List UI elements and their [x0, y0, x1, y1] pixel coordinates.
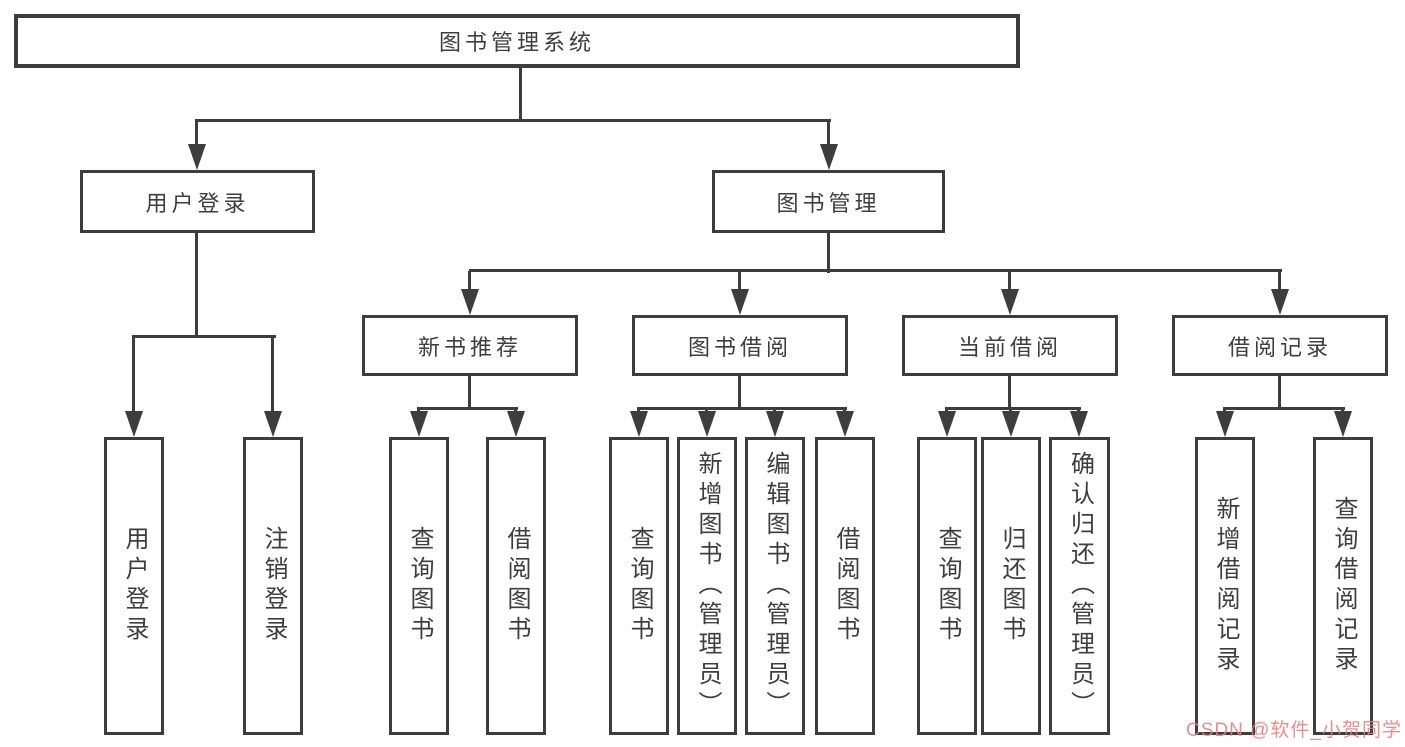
arrowhead-query-borrow-record — [1334, 411, 1352, 437]
leaf-confirm-return-admin-label: 确认归还（管理员） — [1066, 451, 1094, 721]
leaf-query-book-2-label: 查询图书 — [626, 526, 653, 646]
leaf-logout: 注销登录 — [243, 437, 303, 735]
connector-borrow-record-stem — [1278, 376, 1281, 409]
leaf-add-book-admin: 新增图书（管理员） — [677, 437, 737, 735]
leaf-query-borrow-record: 查询借阅记录 — [1313, 437, 1373, 735]
arrowhead-confirm-return — [1070, 411, 1088, 437]
connector-drop-current-borrow — [1008, 271, 1011, 293]
leaf-add-borrow-record-label: 新增借阅记录 — [1212, 496, 1239, 676]
leaf-borrow-book-2: 借阅图书 — [815, 437, 875, 735]
node-root-label: 图书管理系统 — [438, 30, 595, 55]
node-borrow-record: 借阅记录 — [1172, 315, 1388, 376]
arrowhead-query-book-1 — [410, 411, 428, 437]
leaf-query-book-3: 查询图书 — [917, 437, 977, 735]
connector-borrow-record-bus — [1224, 407, 1345, 410]
arrowhead-user-login — [188, 144, 206, 170]
node-user-login-label: 用户登录 — [145, 190, 250, 216]
connector-drop-book-management — [827, 119, 830, 148]
arrowhead-leaf-logout — [264, 411, 282, 437]
leaf-query-borrow-record-label: 查询借阅记录 — [1330, 496, 1357, 676]
node-book-borrow: 图书借阅 — [632, 315, 848, 376]
leaf-edit-book-admin: 编辑图书（管理员） — [745, 437, 805, 735]
connector-root-stem — [519, 68, 522, 122]
connector-new-book-stem — [468, 376, 471, 409]
connector-drop-leaf-logout — [271, 337, 274, 415]
connector-drop-borrow-record — [1278, 271, 1281, 293]
leaf-query-book-1-label: 查询图书 — [406, 526, 433, 646]
arrowhead-leaf-user-login — [125, 411, 143, 437]
node-current-borrow-label: 当前借阅 — [957, 334, 1062, 360]
leaf-confirm-return-admin: 确认归还（管理员） — [1049, 437, 1110, 735]
node-book-management: 图书管理 — [712, 170, 945, 233]
arrowhead-current-borrow — [1001, 289, 1019, 315]
connector-level2-bus — [196, 119, 831, 122]
connector-current-borrow-stem — [1008, 376, 1011, 409]
arrowhead-return-book — [1002, 411, 1020, 437]
node-book-management-label: 图书管理 — [776, 190, 881, 216]
leaf-query-book-3-label: 查询图书 — [934, 526, 961, 646]
connector-drop-new-book-recommend — [468, 271, 471, 293]
arrowhead-book-management — [820, 144, 838, 170]
leaf-return-book: 归还图书 — [981, 437, 1041, 735]
leaf-return-book-label: 归还图书 — [998, 526, 1025, 646]
leaf-edit-book-admin-label: 编辑图书（管理员） — [762, 451, 789, 721]
connector-user-login-bus — [132, 335, 276, 338]
connector-book-management-stem — [827, 233, 830, 273]
connector-new-book-bus — [418, 407, 518, 410]
connector-book-borrow-stem — [738, 376, 741, 409]
arrowhead-new-book-recommend — [461, 289, 479, 315]
arrowhead-add-book-admin — [698, 411, 716, 437]
arrowhead-add-borrow-record — [1216, 411, 1234, 437]
arrowhead-borrow-record — [1271, 289, 1289, 315]
leaf-query-book-1: 查询图书 — [389, 437, 449, 735]
arrowhead-query-book-3 — [938, 411, 956, 437]
connector-drop-book-borrow — [738, 271, 741, 293]
node-new-book-recommend: 新书推荐 — [362, 315, 578, 376]
node-borrow-record-label: 借阅记录 — [1227, 334, 1332, 360]
leaf-user-login-label: 用户登录 — [121, 526, 148, 646]
node-user-login: 用户登录 — [80, 170, 315, 233]
leaf-borrow-book-1-label: 借阅图书 — [503, 526, 530, 646]
connector-drop-user-login — [195, 119, 198, 148]
connector-book-borrow-bus — [638, 407, 847, 410]
leaf-query-book-2: 查询图书 — [609, 437, 669, 735]
arrowhead-query-book-2 — [630, 411, 648, 437]
arrowhead-borrow-book-1 — [507, 411, 525, 437]
connector-current-borrow-bus — [946, 407, 1081, 410]
node-current-borrow: 当前借阅 — [902, 315, 1118, 376]
node-root: 图书管理系统 — [14, 14, 1020, 68]
connector-user-login-stem — [195, 233, 198, 337]
csdn-watermark: CSDN @软件_小贺同学 — [1186, 720, 1402, 741]
node-new-book-recommend-label: 新书推荐 — [417, 334, 522, 360]
leaf-add-book-admin-label: 新增图书（管理员） — [694, 451, 721, 721]
connector-level3-bus — [469, 269, 1282, 272]
arrowhead-edit-book-admin — [766, 411, 784, 437]
leaf-borrow-book-2-label: 借阅图书 — [832, 526, 859, 646]
node-book-borrow-label: 图书借阅 — [687, 334, 792, 360]
arrowhead-book-borrow — [731, 289, 749, 315]
leaf-add-borrow-record: 新增借阅记录 — [1195, 437, 1255, 735]
leaf-borrow-book-1: 借阅图书 — [486, 437, 546, 735]
arrowhead-borrow-book-2 — [836, 411, 854, 437]
connector-drop-leaf-user-login — [132, 337, 135, 415]
leaf-logout-label: 注销登录 — [260, 526, 287, 646]
leaf-user-login: 用户登录 — [104, 437, 164, 735]
